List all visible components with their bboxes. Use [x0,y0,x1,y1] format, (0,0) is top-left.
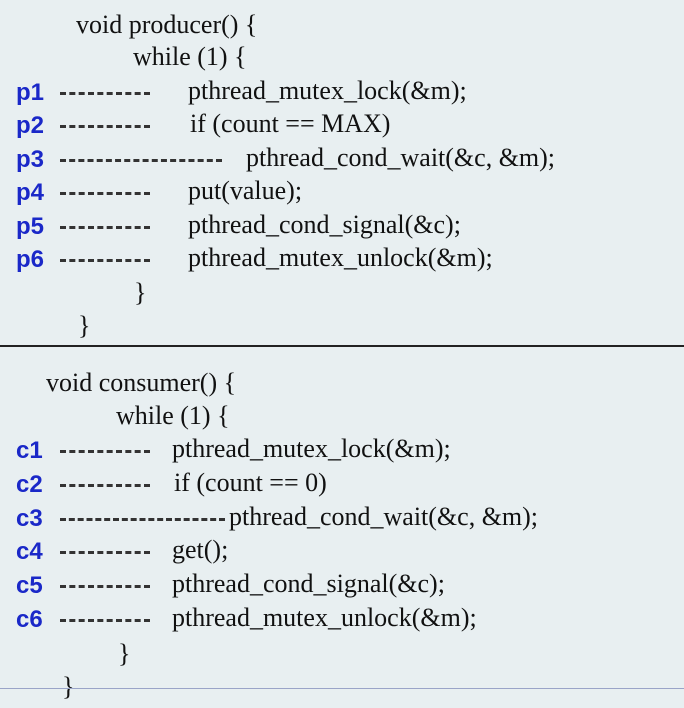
consumer-connector-c5 [60,585,150,588]
consumer-close-while: } [118,639,131,668]
consumer-header: void consumer() { [46,368,237,397]
consumer-label-c3: c3 [16,505,43,532]
consumer-connector-c6 [60,619,150,622]
producer-connector-p2 [60,125,150,128]
consumer-connector-c2 [60,484,150,487]
consumer-code-c1: pthread_mutex_lock(&m); [172,434,451,463]
consumer-code-c6: pthread_mutex_unlock(&m); [172,603,477,632]
producer-connector-p6 [60,259,150,262]
producer-connector-p5 [60,226,150,229]
consumer-label-c2: c2 [16,471,43,498]
consumer-code-c3: pthread_cond_wait(&c, &m); [229,502,539,531]
producer-label-p6: p6 [16,246,45,273]
consumer-code-c4: get(); [172,535,229,564]
producer-connector-p4 [60,192,150,195]
consumer-code-c5: pthread_cond_signal(&c); [172,569,445,598]
producer-while: while (1) { [133,42,247,71]
producer-code-p2: if (count == MAX) [190,109,391,138]
producer-code-p3: pthread_cond_wait(&c, &m); [246,143,556,172]
producer-label-p3: p3 [16,146,45,173]
section-divider [0,345,684,347]
producer-label-p5: p5 [16,213,45,240]
producer-close-func: } [78,311,91,340]
producer-header: void producer() { [76,10,258,39]
bottom-rule [0,688,684,689]
consumer-label-c4: c4 [16,538,43,565]
producer-close-while: } [134,278,147,307]
producer-code-p4: put(value); [188,176,303,205]
consumer-close-func: } [62,672,75,701]
producer-label-p4: p4 [16,179,45,206]
consumer-label-c5: c5 [16,572,43,599]
consumer-code-c2: if (count == 0) [174,468,327,497]
consumer-label-c6: c6 [16,606,43,633]
consumer-while: while (1) { [116,401,230,430]
producer-code-p5: pthread_cond_signal(&c); [188,210,461,239]
consumer-connector-c3 [60,518,225,521]
consumer-label-c1: c1 [16,437,43,464]
producer-label-p2: p2 [16,112,45,139]
producer-code-p6: pthread_mutex_unlock(&m); [188,243,493,272]
consumer-connector-c4 [60,551,150,554]
consumer-connector-c1 [60,450,150,453]
producer-connector-p1 [60,92,150,95]
producer-connector-p3 [60,159,222,162]
producer-code-p1: pthread_mutex_lock(&m); [188,76,467,105]
producer-label-p1: p1 [16,79,45,106]
